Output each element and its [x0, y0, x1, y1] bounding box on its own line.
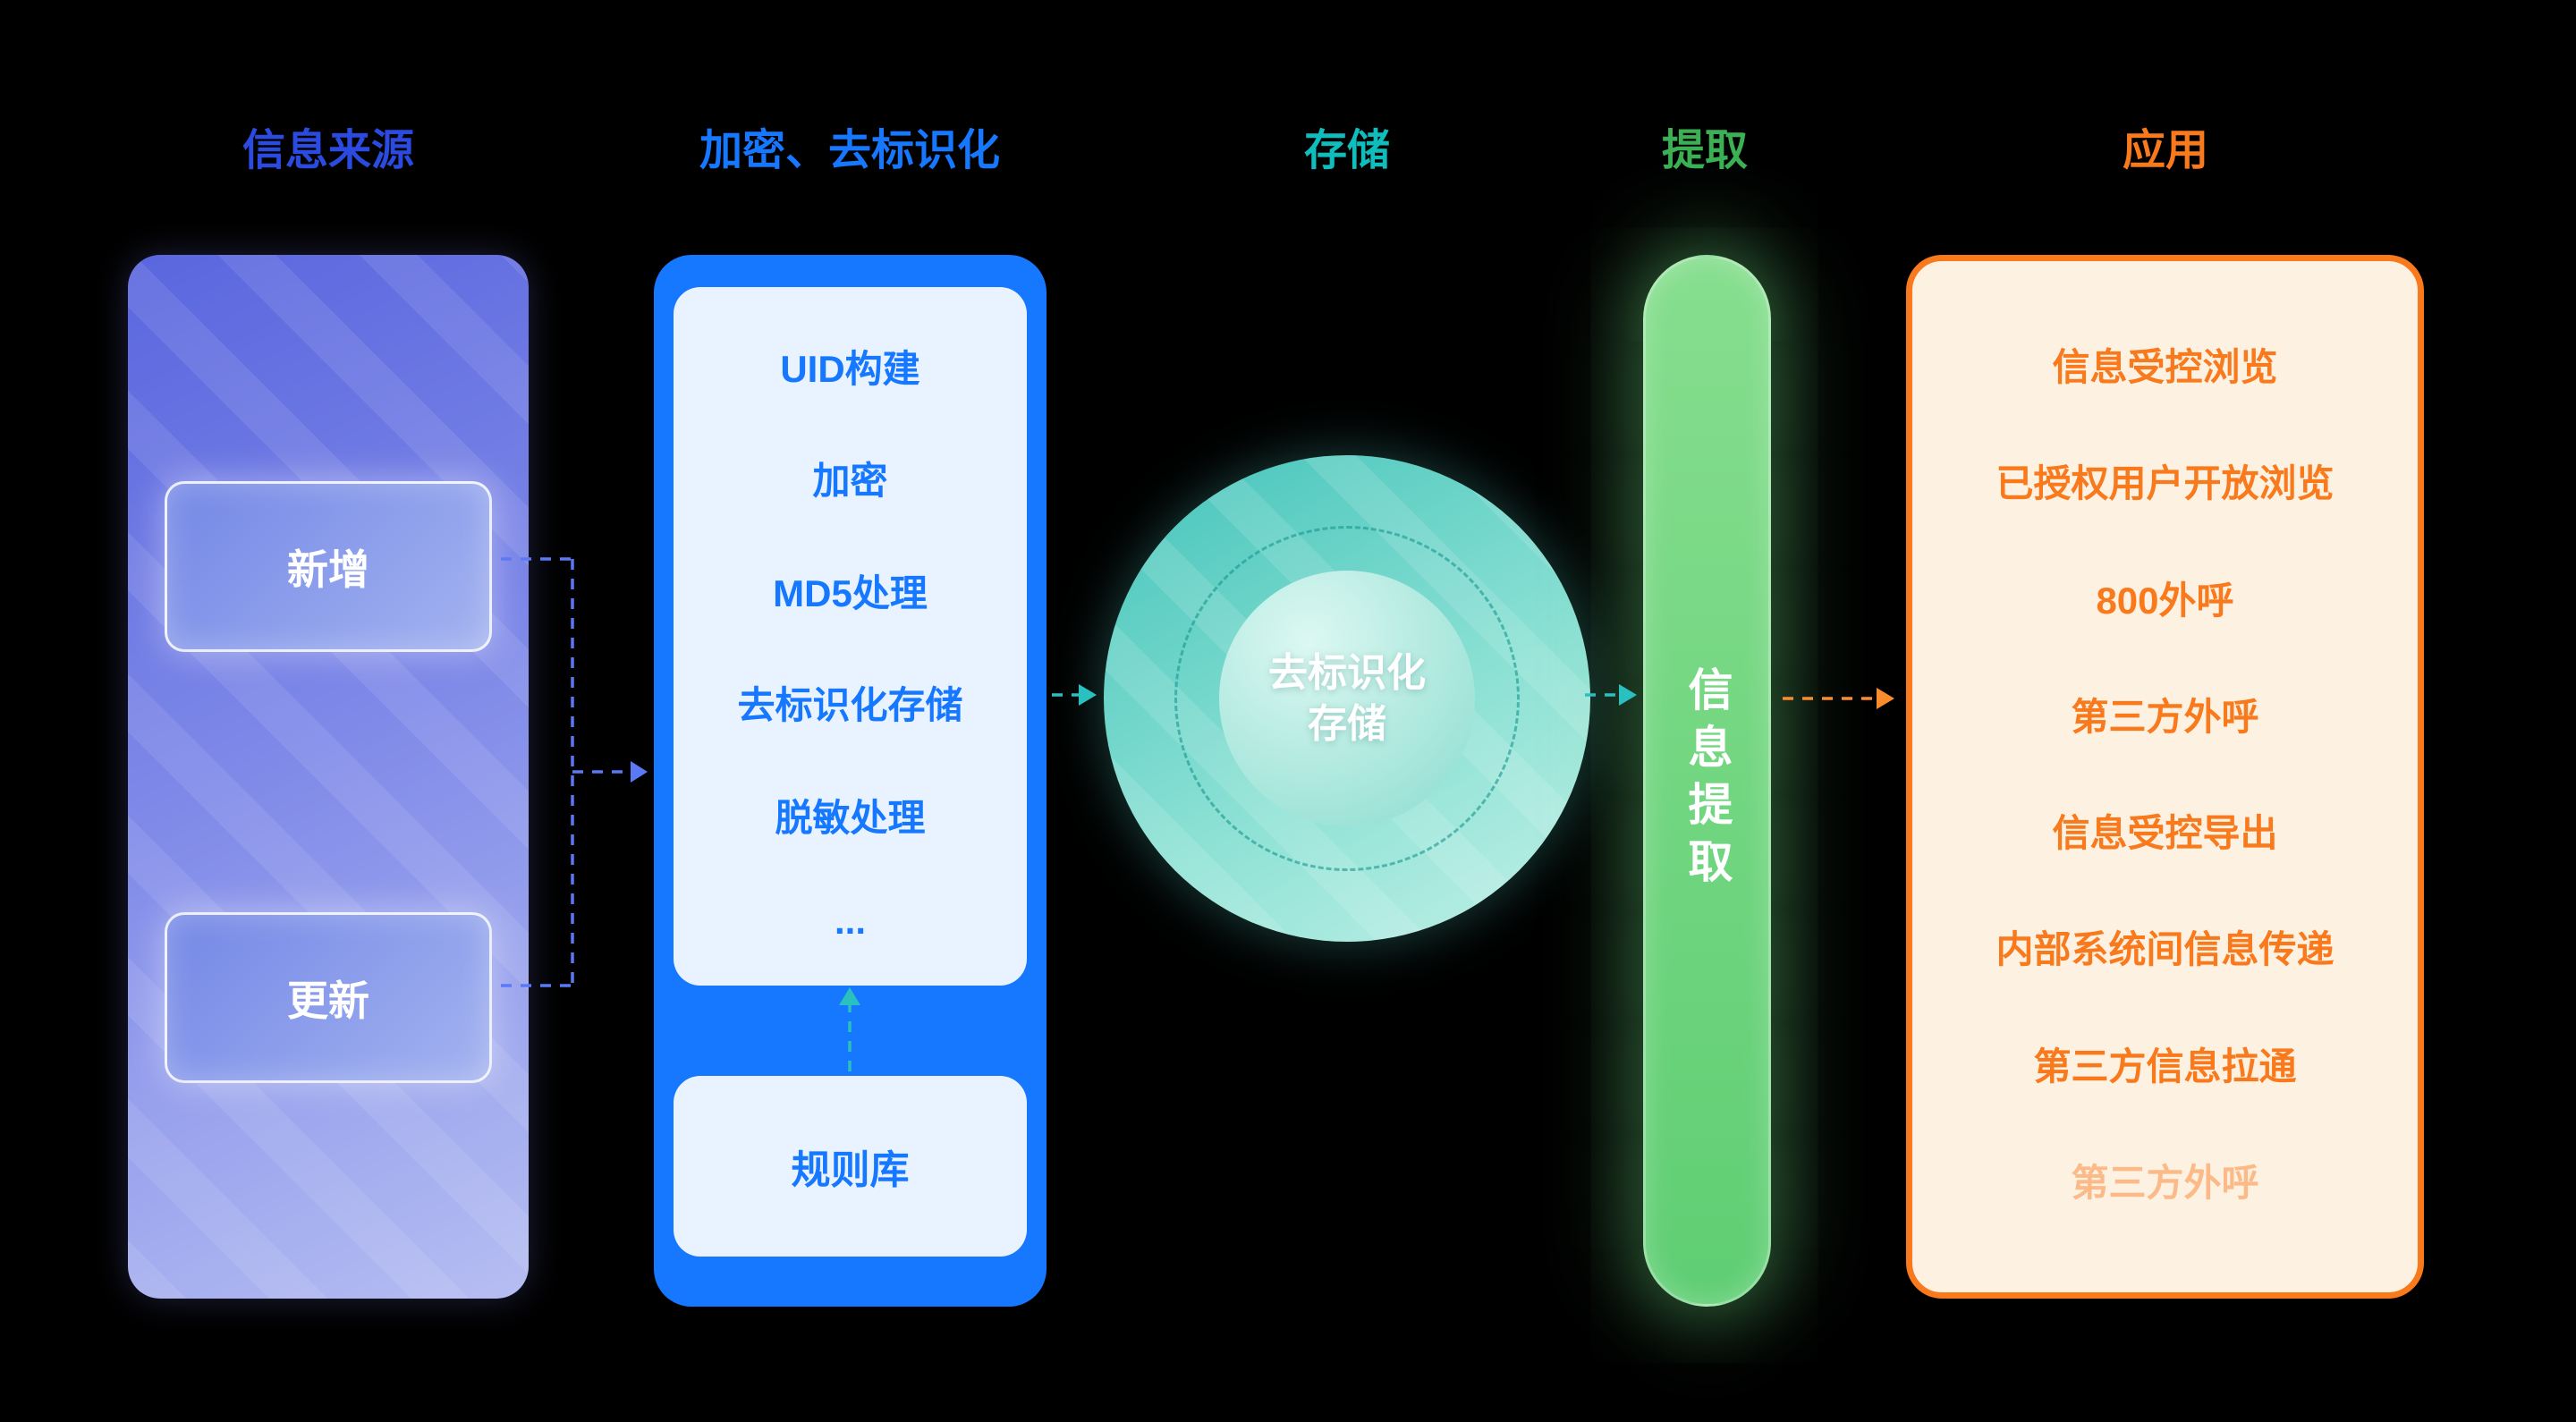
arrowhead-encrypt-to-storage	[1079, 684, 1097, 706]
app-item: 内部系统间信息传递	[1996, 928, 2334, 971]
encrypt-step: 去标识化存储	[737, 684, 963, 727]
storage-circle: 去标识化 存储	[1104, 455, 1590, 942]
extract-label: 信息提取	[1682, 666, 1733, 895]
arrowhead-extract-to-app	[1877, 688, 1894, 709]
header-encrypt: 加密、去标识化	[699, 127, 1001, 174]
encrypt-step: ...	[834, 899, 866, 942]
app-item: 已授权用户开放浏览	[1996, 462, 2334, 505]
storage-label-line1: 去标识化	[1268, 650, 1426, 695]
app-item: 信息受控导出	[2052, 812, 2278, 855]
storage-core: 去标识化 存储	[1219, 571, 1475, 826]
app-item: 800外呼	[2096, 579, 2234, 622]
header-storage: 存储	[1303, 127, 1391, 174]
rule-library-panel: 规则库	[674, 1076, 1027, 1257]
source-node-update: 更新	[165, 912, 492, 1083]
app-item: 第三方外呼	[2071, 1161, 2259, 1204]
app-item: 信息受控浏览	[2052, 346, 2278, 388]
app-item: 第三方外呼	[2071, 695, 2259, 738]
encrypt-step: UID构建	[780, 348, 920, 390]
encrypt-panel: UID构建加密 MD5处理去标识化存储脱敏处理... 规则库	[654, 255, 1046, 1307]
encrypt-step: 脱敏处理	[775, 796, 926, 839]
encrypt-step: 加密	[812, 460, 888, 503]
source-panel: 新增 更新	[128, 255, 529, 1299]
stripe-pattern	[128, 255, 529, 1299]
storage-dashed-ring	[1174, 526, 1520, 871]
encrypt-step: MD5处理	[773, 571, 928, 614]
arrowhead-source-to-encrypt	[631, 761, 648, 783]
arrowhead-storage-to-extract	[1619, 684, 1637, 706]
app-item: 第三方信息拉通	[2033, 1045, 2297, 1088]
encrypt-steps-list: UID构建加密 MD5处理去标识化存储脱敏处理...	[674, 287, 1027, 986]
storage-label-line2: 存储	[1308, 702, 1386, 746]
header-app: 应用	[2122, 127, 2209, 174]
extract-bar: 信息提取	[1643, 255, 1771, 1307]
header-extract: 提取	[1661, 127, 1749, 174]
source-node-add: 新增	[165, 481, 492, 652]
header-source: 信息来源	[242, 127, 415, 174]
